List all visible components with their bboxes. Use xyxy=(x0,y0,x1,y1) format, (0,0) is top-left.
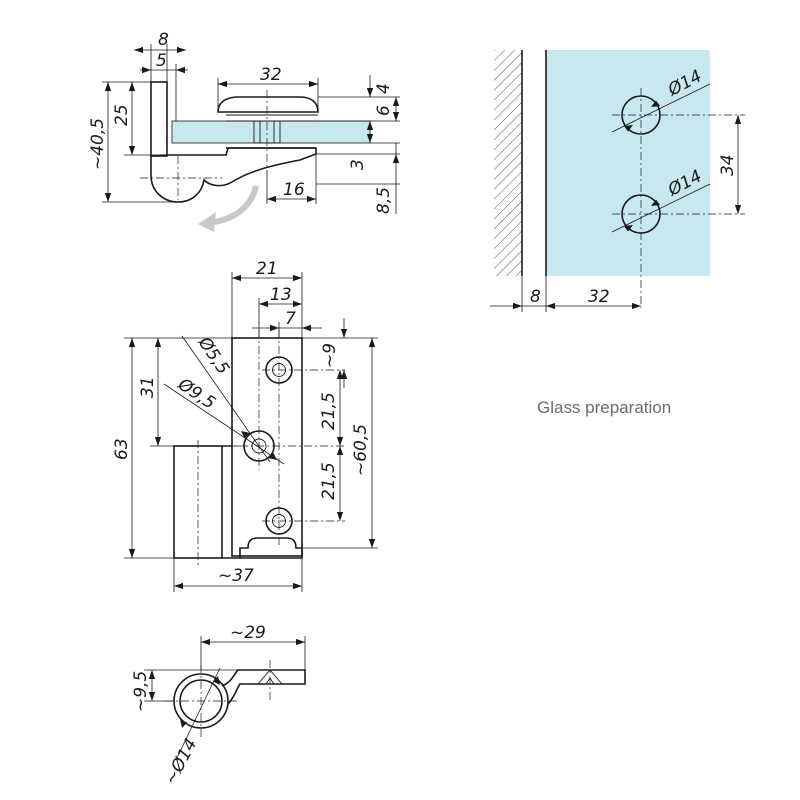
dim-32-glass-label: 32 xyxy=(588,287,610,307)
leader-arrows-b xyxy=(624,199,660,232)
dim-6-label: 6 xyxy=(374,105,394,116)
dim-d-5-5-label: Ø5,5 xyxy=(193,333,233,379)
leader-d-14-b xyxy=(611,183,711,233)
dim-8-label: 8 xyxy=(158,30,169,50)
glass-preparation-caption: Glass preparation xyxy=(537,398,671,417)
dim-34-label: 34 xyxy=(718,154,738,176)
leader-arrows-a xyxy=(624,100,660,132)
dim-63-label: 63 xyxy=(112,438,132,460)
rotation-arrow-head xyxy=(198,212,216,232)
dim-d-14-label: ~Ø14 xyxy=(161,735,202,788)
dim-3-label: 3 xyxy=(348,159,368,170)
dim-8-5-label: 8,5 xyxy=(374,187,394,214)
dim-37-label: ~37 xyxy=(218,566,254,586)
leader-d-9-5 xyxy=(163,383,285,465)
dim-21-5-a-label: 21,5 xyxy=(319,392,339,430)
leader-d-5-5 xyxy=(181,335,271,463)
dim-60-5-label: ~60,5 xyxy=(351,424,371,476)
dim-d-9-5-label: Ø9,5 xyxy=(173,374,219,414)
rotation-arrow xyxy=(213,185,259,225)
dim-31-label: 31 xyxy=(138,376,158,398)
dim-4-label: 4 xyxy=(374,83,394,94)
glass-sheet xyxy=(546,50,710,276)
dim-8-glass-label: 8 xyxy=(530,287,541,307)
glass-panel xyxy=(171,120,371,144)
hinge-plate xyxy=(231,337,303,557)
top-leaf xyxy=(221,669,306,705)
dim-21-label: 21 xyxy=(256,259,278,279)
clamp-cover xyxy=(217,96,319,113)
barrel-inner xyxy=(179,679,223,723)
dim-29-label: ~29 xyxy=(230,623,266,643)
hinge-side-view: 8 5 32 25 ~40,5 4 6 3 8,5 16 xyxy=(88,30,400,232)
dim-40-5-label: ~40,5 xyxy=(88,118,108,170)
dim-9-label: ~9 xyxy=(320,343,340,368)
dim-25-label: 25 xyxy=(112,104,132,126)
dim-21-5-b-label: 21,5 xyxy=(319,462,339,500)
dim-5-label: 5 xyxy=(156,51,167,71)
wall-hatching xyxy=(494,50,522,276)
dim-arrow-8-glass xyxy=(513,302,522,310)
dim-16-label: 16 xyxy=(283,180,305,200)
leader-arrows-14 xyxy=(180,676,220,728)
dim-13-label: 13 xyxy=(270,285,292,305)
dim-32-label: 32 xyxy=(260,65,282,85)
leader-arrows xyxy=(241,431,277,460)
hinge-front-view: 21 13 7 Ø5,5 Ø9,5 31 63 ~9 21,5 21,5 ~60… xyxy=(112,259,378,592)
leader-d-14-a xyxy=(611,83,711,133)
dim-arrows-5 xyxy=(142,66,185,74)
dim-arrows-7 xyxy=(270,324,311,332)
dim-9-5-label: ~9,5 xyxy=(131,671,151,712)
hinge-top-view: ~29 ~9,5 ~Ø14 xyxy=(131,623,306,788)
dim-7-label: 7 xyxy=(285,309,296,329)
glass-preparation-view: Ø14 Ø14 34 8 32 xyxy=(490,50,745,312)
hinge-knuckle xyxy=(150,147,317,203)
hinge-leaf xyxy=(150,81,168,157)
leader-d-14 xyxy=(175,667,221,761)
hinge-base-notch xyxy=(222,445,303,559)
